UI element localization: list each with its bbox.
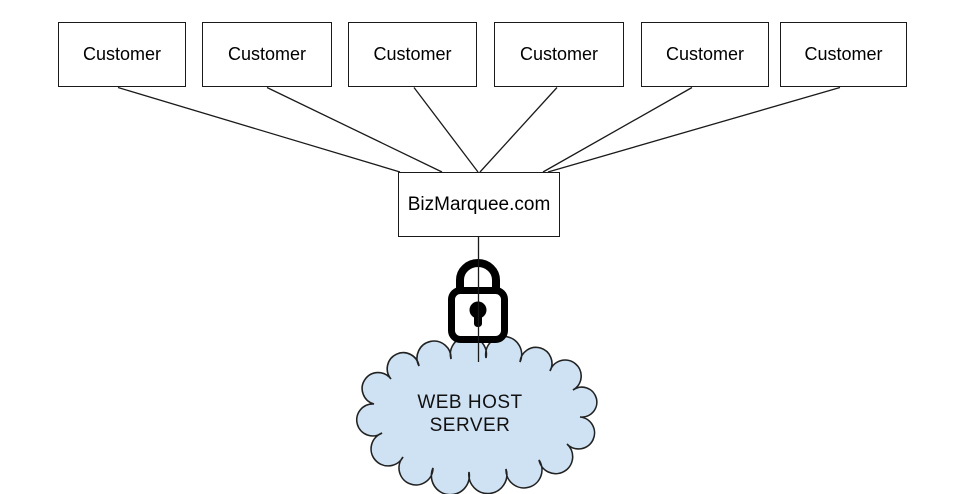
connector-line-6: [547, 86, 841, 173]
customer-label: Customer: [373, 44, 452, 64]
server-cloud-label: WEB HOST SERVER: [417, 392, 523, 436]
website-label: BizMarquee.com: [407, 193, 551, 215]
website-node: BizMarquee.com: [398, 172, 560, 237]
customer-label: Customer: [665, 44, 745, 64]
connector-line-4: [479, 87, 558, 173]
customer-node-4: Customer: [494, 22, 624, 87]
customer-label: Customer: [519, 44, 599, 64]
customer-node-2: Customer: [202, 22, 332, 87]
customer-node-1: Customer: [58, 22, 186, 87]
customer-node-6: Customer: [780, 22, 907, 87]
customer-label: Customer: [804, 44, 883, 64]
customer-label: Customer: [82, 44, 162, 64]
connector-line-5: [542, 86, 693, 173]
customer-connectors: [117, 86, 841, 173]
connector-line-2: [266, 86, 443, 173]
connector-line-3: [413, 87, 479, 173]
customer-label: Customer: [227, 44, 307, 64]
connector-line-1: [117, 86, 401, 173]
customer-node-5: Customer: [641, 22, 769, 87]
customer-node-3: Customer: [348, 22, 477, 87]
